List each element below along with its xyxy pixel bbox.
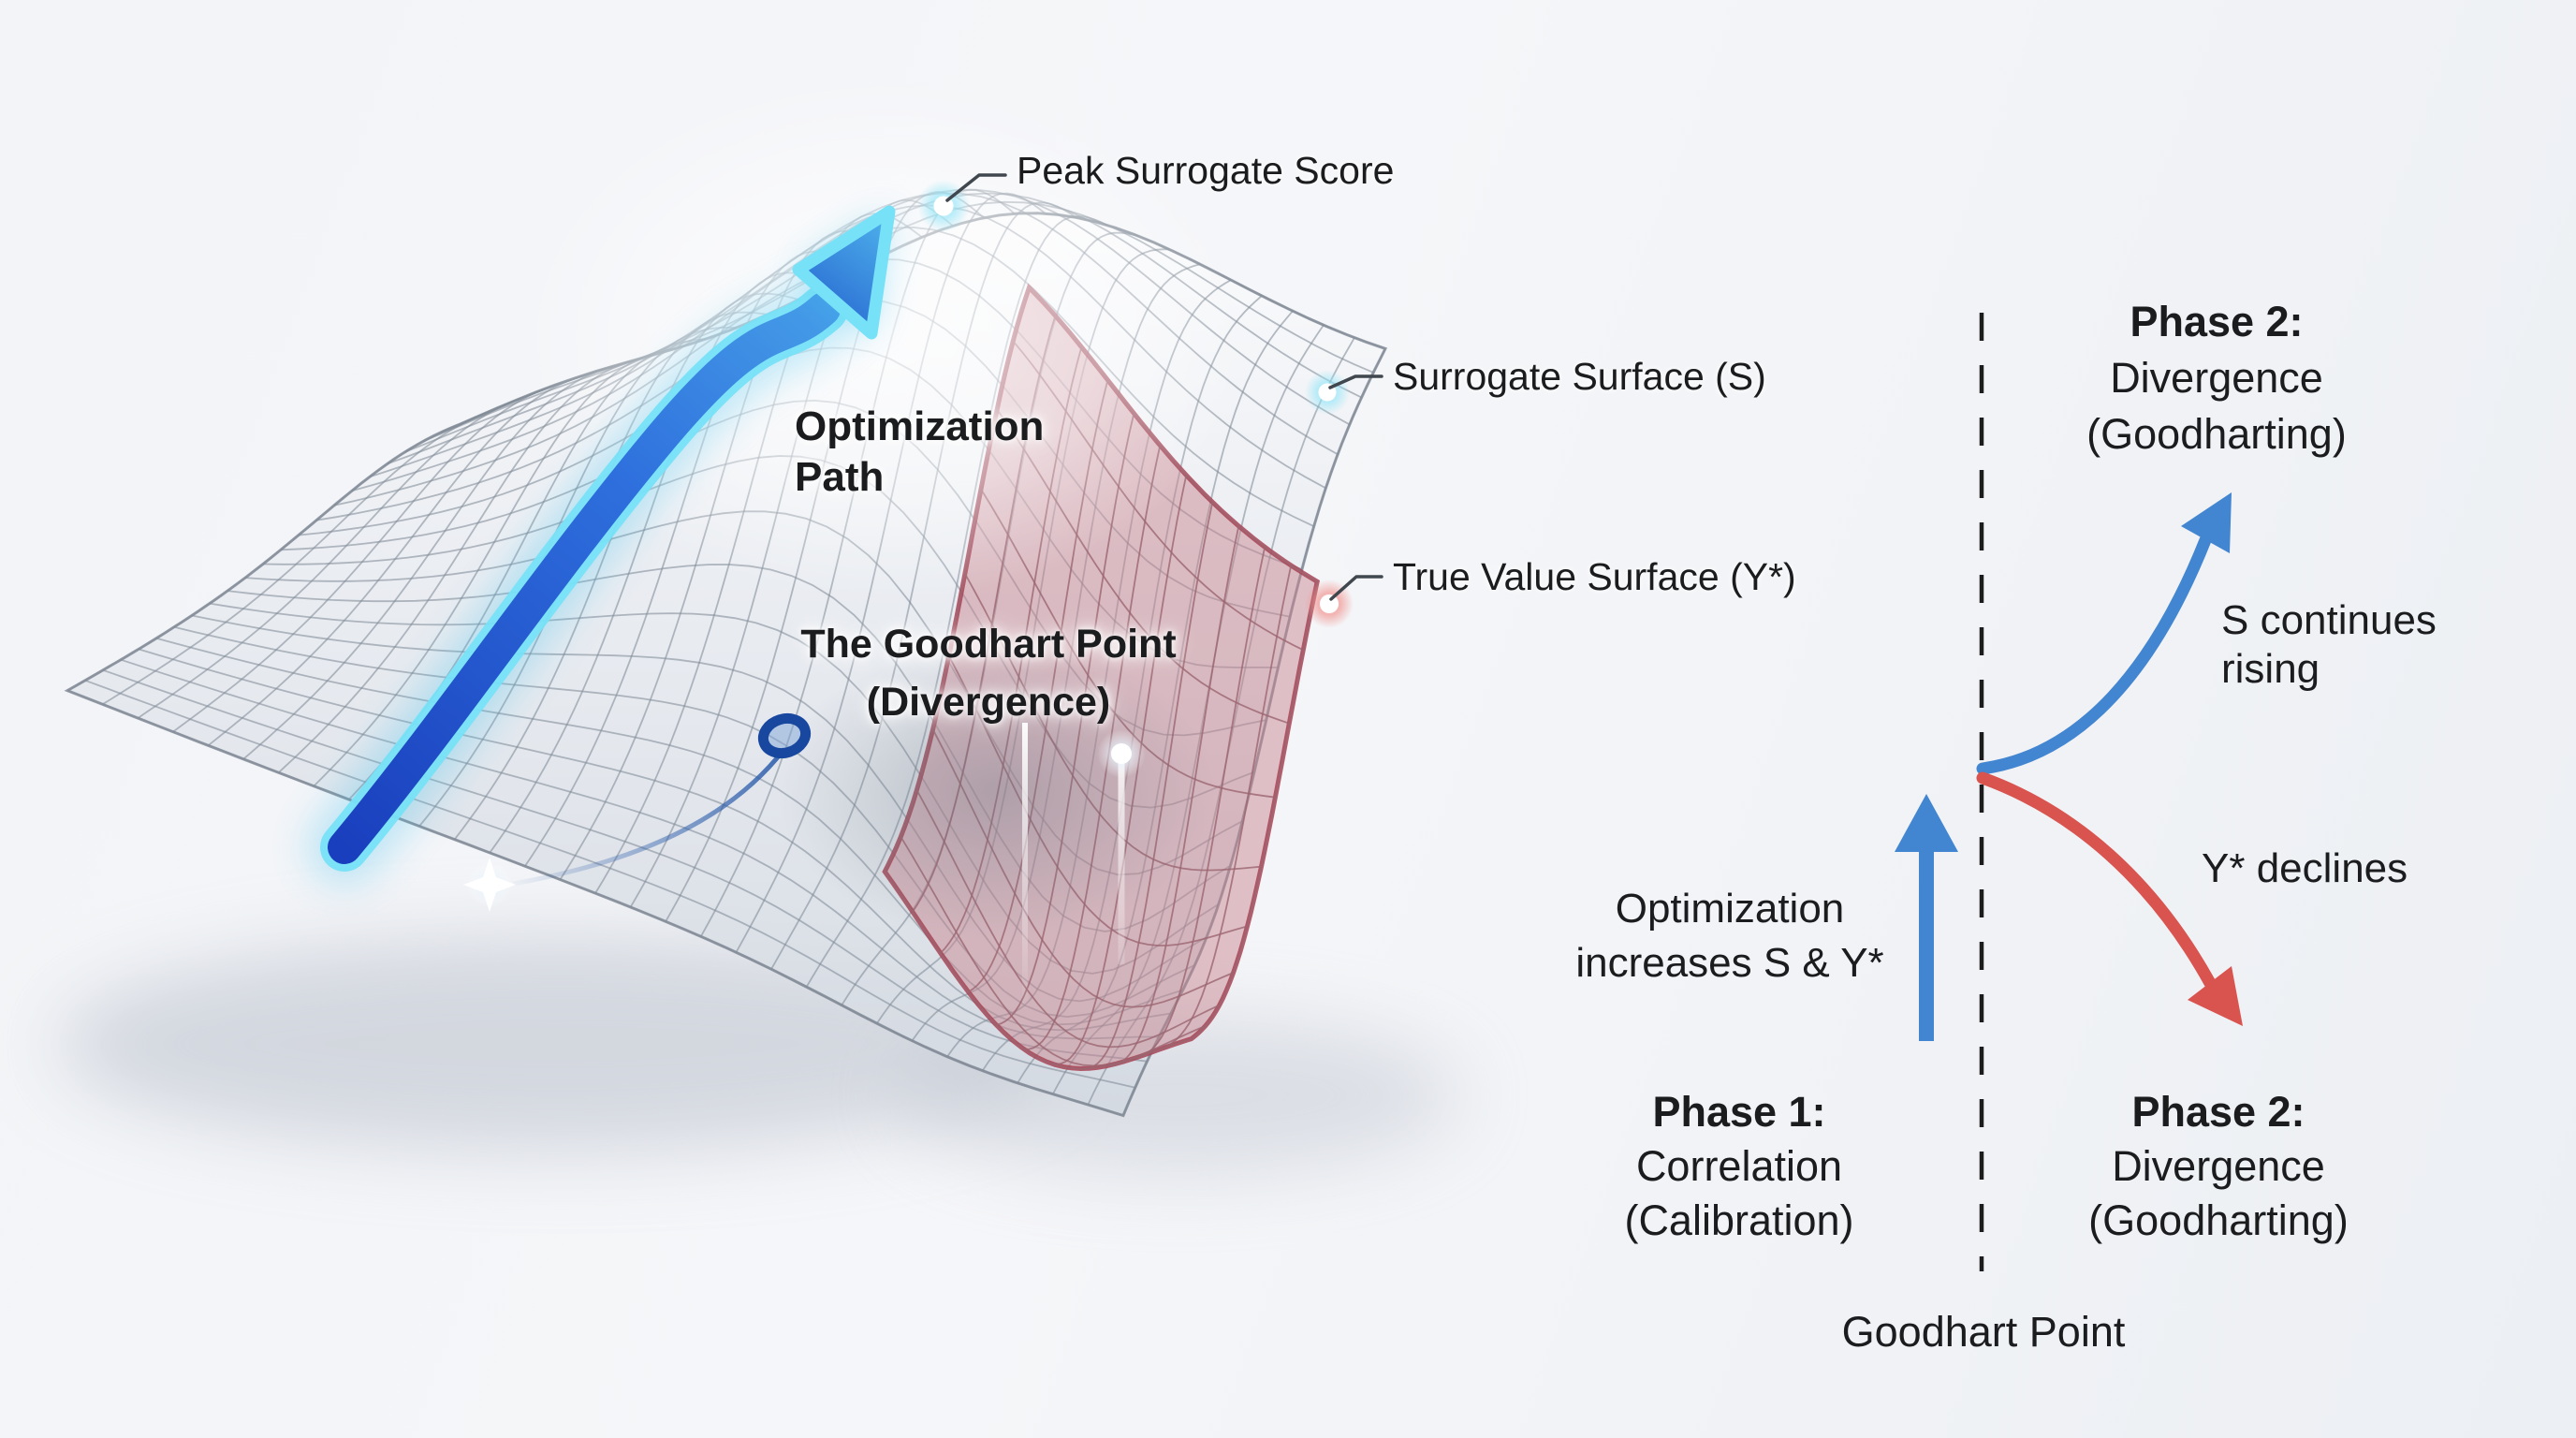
phase2-bottom-line3: (Goodharting) bbox=[2088, 1196, 2349, 1244]
goodhart-divergence-line1: The Goodhart Point bbox=[800, 622, 1177, 667]
goodhart-ring-marker bbox=[757, 712, 812, 759]
optimization-increases-arrow bbox=[1895, 794, 1958, 1041]
peak-haze bbox=[520, 75, 1250, 599]
post-divergence-path bbox=[512, 747, 786, 887]
true-value-callout bbox=[1305, 575, 1383, 628]
optimization-increases-label: Optimization increases S & Y* bbox=[1575, 882, 1883, 990]
optimization-path-label: Optimization Path bbox=[795, 402, 1044, 503]
peak-callout bbox=[917, 173, 1007, 232]
s-continues-rising-label: S continues rising bbox=[2221, 596, 2437, 694]
front-corner-sparkle bbox=[463, 858, 516, 912]
phase2-bottom-label: Phase 2: Divergence (Goodharting) bbox=[2088, 1085, 2349, 1248]
y-declines-label: Y* declines bbox=[2202, 845, 2408, 891]
s-continues-line1: S continues bbox=[2221, 597, 2437, 643]
phase1-label: Phase 1: Correlation (Calibration) bbox=[1624, 1085, 1853, 1248]
y-declines-arrow bbox=[1976, 771, 2243, 1026]
optimization-path-line1: Optimization bbox=[795, 404, 1045, 449]
surrogate-callout bbox=[1305, 370, 1383, 415]
goodhart-divergence-line2: (Divergence) bbox=[866, 680, 1111, 725]
peak-surrogate-label: Peak Surrogate Score bbox=[1017, 149, 1395, 192]
phase1-line1: Phase 1: bbox=[1652, 1088, 1826, 1136]
phase2-bottom-line2: Divergence bbox=[2112, 1142, 2325, 1190]
phase2-top-line2: Divergence bbox=[2110, 354, 2323, 402]
goodhart-divergence-label: The Goodhart Point (Divergence) bbox=[800, 615, 1176, 731]
phase2-bottom-line1: Phase 2: bbox=[2131, 1088, 2305, 1136]
valley-drop-lines bbox=[1022, 723, 1146, 1011]
valley-shade bbox=[777, 641, 1217, 941]
phase1-line3: (Calibration) bbox=[1624, 1196, 1854, 1244]
optimization-path-arrow bbox=[307, 205, 896, 885]
phase2-top-line1: Phase 2: bbox=[2130, 298, 2304, 345]
surrogate-surface-label: Surrogate Surface (S) bbox=[1393, 355, 1766, 398]
true-value-surface-label: True Value Surface (Y*) bbox=[1393, 555, 1796, 598]
s-rising-arrow bbox=[1976, 492, 2232, 775]
phase2-top-label: Phase 2: Divergence (Goodharting) bbox=[2086, 294, 2347, 462]
optimization-increases-line1: Optimization bbox=[1615, 886, 1845, 932]
phase2-top-line3: (Goodharting) bbox=[2086, 410, 2347, 458]
optimization-increases-line2: increases S & Y* bbox=[1575, 940, 1884, 986]
optimization-path-line2: Path bbox=[795, 454, 885, 500]
s-continues-line2: rising bbox=[2221, 646, 2320, 692]
phase1-line2: Correlation bbox=[1635, 1142, 1843, 1190]
goodhart-point-label: Goodhart Point bbox=[1841, 1308, 2126, 1356]
